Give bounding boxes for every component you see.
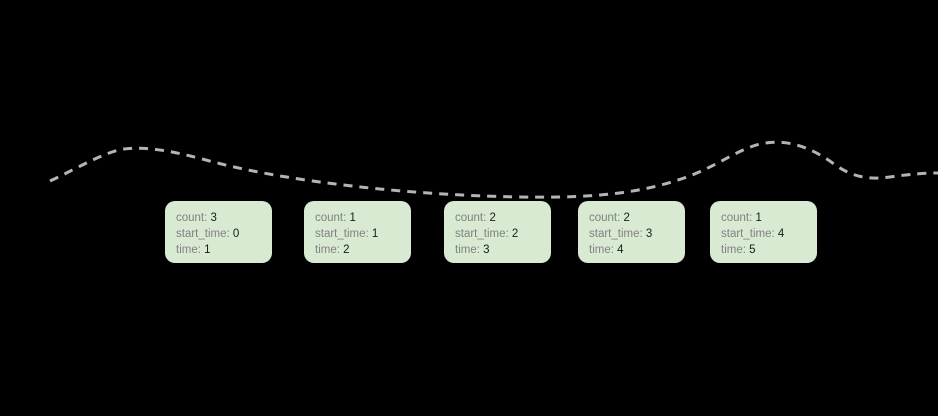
node-field-key: count: xyxy=(315,212,347,224)
node-field: start_time: 3 xyxy=(589,226,685,242)
node-field: start_time: 1 xyxy=(315,226,411,242)
node-field-key: start_time: xyxy=(589,228,643,240)
node-field-key: start_time: xyxy=(455,228,509,240)
node-field-value: 1 xyxy=(755,212,762,224)
node-field-value: 3 xyxy=(645,228,653,240)
node-field-value: 5 xyxy=(749,244,756,256)
node-field: count: 1 xyxy=(315,210,411,226)
node-field-key: time: xyxy=(721,244,746,256)
node-field: time: 3 xyxy=(455,242,551,258)
node-field: count: 2 xyxy=(589,210,685,226)
node-field-value: 1 xyxy=(204,244,211,256)
node-field: count: 3 xyxy=(176,210,272,226)
node-field-key: time: xyxy=(176,244,201,256)
node-field: start_time: 0 xyxy=(176,226,272,242)
node-field-value: 4 xyxy=(617,244,624,256)
node-field: time: 2 xyxy=(315,242,411,258)
node-field-value: 3 xyxy=(483,244,490,256)
node-field-value: 2 xyxy=(343,244,350,256)
node-field-key: time: xyxy=(315,244,340,256)
node-field: count: 2 xyxy=(455,210,551,226)
node-field-value: 1 xyxy=(371,228,379,240)
node-field: time: 4 xyxy=(589,242,685,258)
node-field-value: 2 xyxy=(511,228,519,240)
node-field-key: count: xyxy=(455,212,487,224)
node-field-key: time: xyxy=(455,244,480,256)
node-field: count: 1 xyxy=(721,210,817,226)
node-field-key: start_time: xyxy=(315,228,369,240)
node-field-value: 0 xyxy=(232,228,240,240)
node-field: start_time: 2 xyxy=(455,226,551,242)
dashed-trend-curve xyxy=(49,140,938,199)
node-field-value: 1 xyxy=(349,212,356,224)
node-field-key: time: xyxy=(589,244,614,256)
node-field: start_time: 4 xyxy=(721,226,817,242)
node-field: time: 1 xyxy=(176,242,272,258)
node-field: time: 5 xyxy=(721,242,817,258)
node-field-key: count: xyxy=(176,212,208,224)
node-field-value: 2 xyxy=(623,212,630,224)
node-field-key: count: xyxy=(589,212,621,224)
node-field-key: start_time: xyxy=(176,228,230,240)
node-field-key: start_time: xyxy=(721,228,775,240)
node-field-value: 3 xyxy=(210,212,217,224)
node-field-value: 2 xyxy=(489,212,496,224)
node-field-key: count: xyxy=(721,212,753,224)
node-field-value: 4 xyxy=(777,228,785,240)
